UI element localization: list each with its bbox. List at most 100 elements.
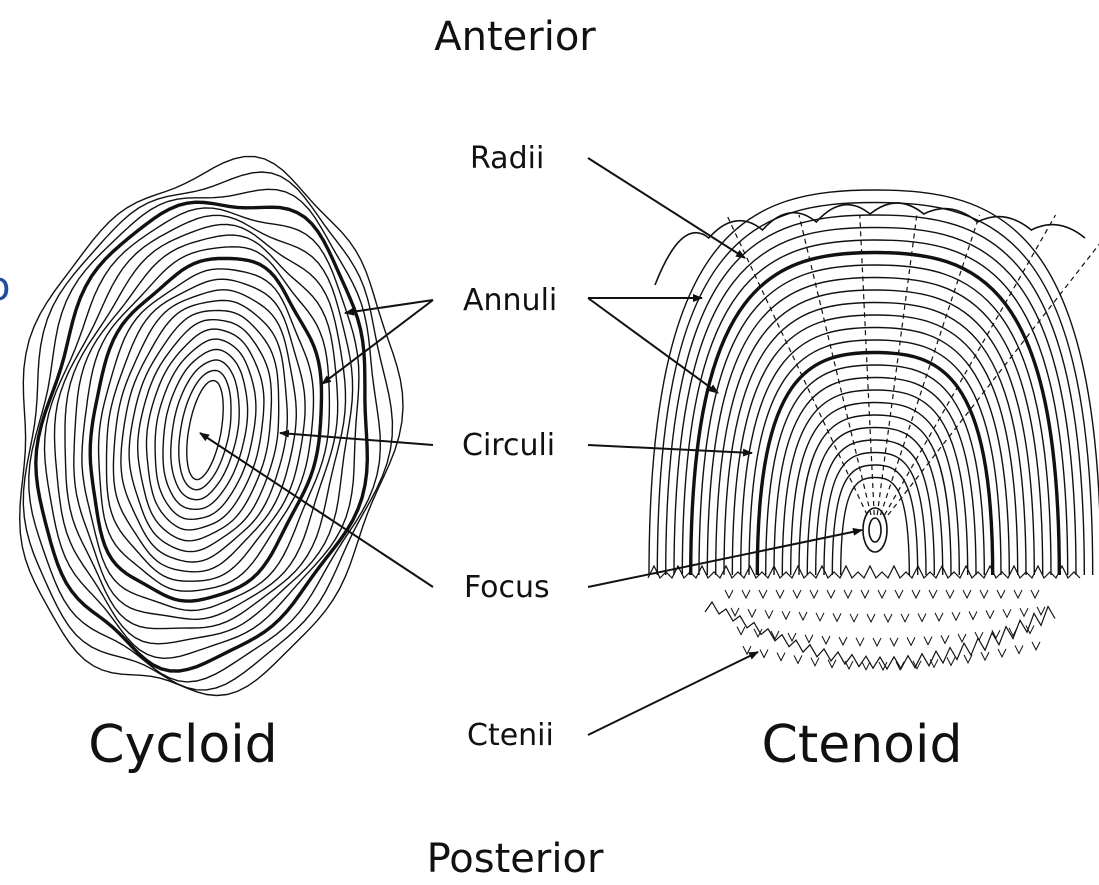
ctenoid-circulus-arch — [674, 228, 1076, 576]
ctenius-mark — [998, 649, 1006, 657]
ctenius-mark — [833, 613, 841, 621]
ctenius-mark — [958, 634, 966, 642]
ctenius-mark — [997, 590, 1005, 598]
ctenius-mark — [839, 637, 847, 645]
ctenius-mark — [822, 636, 830, 644]
ctenius-mark — [1031, 590, 1039, 598]
ctenius-mark — [946, 590, 954, 598]
ctenoid-label: Ctenoid — [762, 715, 963, 775]
ctenius-mark — [1020, 608, 1028, 616]
ctenius-mark — [827, 590, 835, 598]
ctenius-mark — [907, 637, 915, 645]
ctenius-mark — [794, 655, 802, 663]
ctenoid-scale — [648, 190, 1099, 670]
ctenius-mark — [805, 635, 813, 643]
ctenoid-circulus-arch — [657, 203, 1092, 576]
ctenoid-circulus-arch — [666, 215, 1085, 575]
ctenoid-focus-ring — [869, 518, 881, 542]
edge-fragment-text: o — [0, 264, 10, 310]
ctenius-mark — [918, 614, 926, 622]
ctenius-mark — [811, 658, 819, 666]
cycloid-circulus-ring — [129, 311, 279, 552]
arrow-circuli-ctenoid — [588, 445, 752, 453]
ctenius-mark — [788, 633, 796, 641]
ctenius-mark — [901, 614, 909, 622]
radii-label: Radii — [470, 141, 544, 176]
arrow-ctenii — [588, 652, 758, 735]
ctenius-mark — [861, 590, 869, 598]
ctenius-mark — [731, 608, 739, 616]
ctenius-mark — [725, 590, 733, 598]
cycloid-circulus-ring — [113, 290, 296, 572]
ctenoid-radius-line — [881, 215, 980, 515]
ctenius-mark — [952, 612, 960, 620]
ctenius-mark — [1015, 646, 1023, 654]
ctenius-mark — [856, 638, 864, 646]
ctenius-mark — [782, 611, 790, 619]
focus-label: Focus — [464, 570, 550, 605]
ctenius-mark — [947, 657, 955, 665]
ctenius-mark — [884, 614, 892, 622]
ctenii-upper-edge — [648, 566, 1080, 578]
ctenius-mark — [844, 590, 852, 598]
ctenius-mark — [742, 590, 750, 598]
ctenius-mark — [1032, 642, 1040, 650]
anterior-label: Anterior — [434, 14, 596, 60]
cycloid-label: Cycloid — [88, 715, 277, 775]
ctenius-mark — [867, 614, 875, 622]
ctenius-mark — [912, 590, 920, 598]
ctenoid-circulus-arch — [824, 453, 926, 576]
cycloid-circulus-ring — [179, 370, 231, 489]
ctenius-mark — [878, 590, 886, 598]
ctenoid-circulus-arch — [832, 465, 917, 575]
ctenius-mark — [793, 590, 801, 598]
ctenoid-circulus-arch — [774, 378, 976, 576]
ctenius-mark — [964, 655, 972, 663]
arrow-radii — [588, 158, 745, 258]
ctenius-mark — [765, 610, 773, 618]
ctenius-mark — [760, 650, 768, 658]
cycloid-scale — [20, 157, 403, 696]
ctenius-mark — [776, 590, 784, 598]
ctenius-mark — [935, 613, 943, 621]
ctenius-mark — [759, 590, 767, 598]
ctenius-mark — [816, 613, 824, 621]
ctenii-label: Ctenii — [467, 718, 554, 753]
ctenoid-radius-line — [727, 215, 867, 515]
ctenius-mark — [743, 646, 751, 654]
ctenius-mark — [1003, 609, 1011, 617]
ctenius-mark — [981, 652, 989, 660]
ctenius-mark — [980, 590, 988, 598]
ctenius-mark — [1037, 607, 1045, 615]
ctenius-mark — [850, 614, 858, 622]
ctenius-mark — [777, 653, 785, 661]
ctenoid-circulus-arch — [699, 265, 1051, 575]
ctenius-mark — [828, 660, 836, 668]
ctenius-mark — [895, 590, 903, 598]
ctenoid-circulus-arch — [841, 478, 910, 576]
ctenius-mark — [969, 611, 977, 619]
ctenius-mark — [748, 609, 756, 617]
cycloid-circulus-ring — [187, 381, 223, 480]
ctenoid-circulus-arch — [749, 340, 1001, 575]
ctenius-mark — [873, 638, 881, 646]
ctenius-mark — [929, 590, 937, 598]
ctenius-mark — [862, 662, 870, 670]
ctenius-mark — [799, 612, 807, 620]
ctenius-mark — [986, 610, 994, 618]
ctenoid-circulus-arch — [716, 290, 1035, 575]
ctenoid-annulus-arch — [691, 253, 1060, 576]
arrow-annuli-ctenoid-inner — [588, 298, 718, 393]
ctenius-mark — [737, 627, 745, 635]
ctenius-mark — [890, 638, 898, 646]
ctenius-mark — [963, 590, 971, 598]
posterior-label: Posterior — [427, 836, 604, 880]
ctenius-mark — [810, 590, 818, 598]
cycloid-circulus-ring — [82, 247, 330, 611]
ctenius-mark — [924, 637, 932, 645]
ctenius-mark — [941, 635, 949, 643]
circuli-label: Circuli — [462, 428, 555, 463]
ctenius-mark — [1014, 590, 1022, 598]
